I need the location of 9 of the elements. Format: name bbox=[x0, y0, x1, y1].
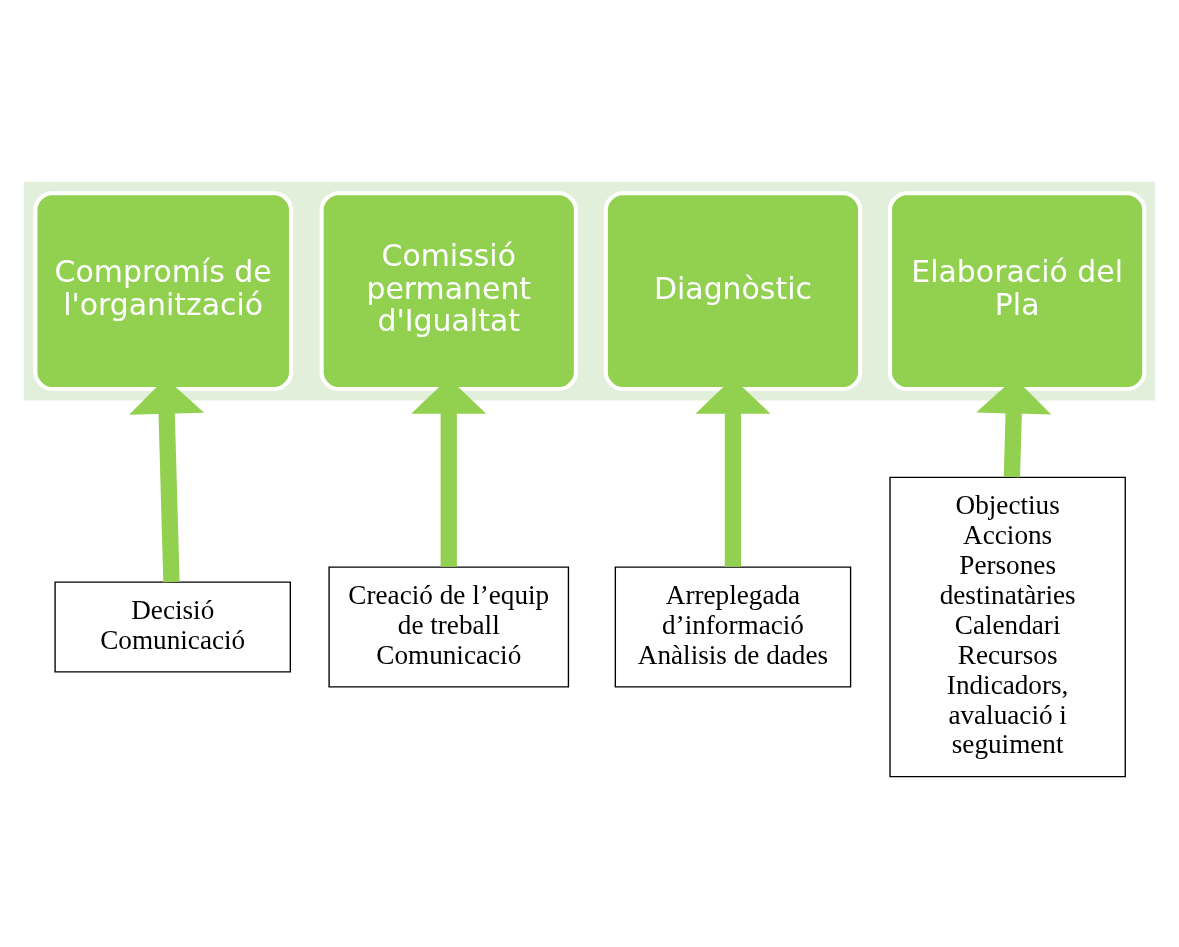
node-box: Elaboració del Pla bbox=[888, 190, 1147, 391]
node-box: Compromís de l'organització bbox=[33, 190, 294, 391]
node-box: Arreplegada d’informació Anàlisis de dades bbox=[614, 565, 852, 687]
node-box: Diagnòstic bbox=[603, 190, 863, 391]
node-box: Comissió permanent d'Igualtat bbox=[319, 190, 578, 391]
cluster bbox=[23, 181, 1156, 401]
node-box: Decisió Comunicació bbox=[54, 580, 291, 673]
node-box: Objectius Accions Persones destinatàries Calendari Recursos Indicadors, avaluació i seguiment bbox=[889, 476, 1126, 777]
node-box: Creació de l’equip de treball Comunicació bbox=[328, 565, 570, 687]
